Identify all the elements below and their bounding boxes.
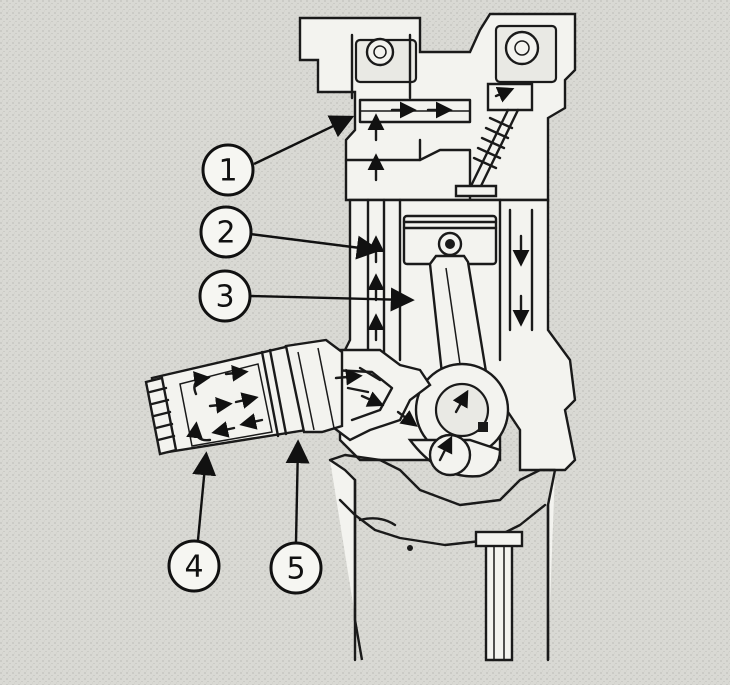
callout-5-label: 5: [286, 552, 305, 587]
leader-lines: [192, 115, 415, 543]
leader-4: [192, 451, 217, 541]
leader-3: [249, 287, 415, 312]
callout-5: 5: [269, 541, 323, 595]
leader-1: [253, 115, 355, 166]
leader-5: [285, 439, 310, 543]
callout-2-label: 2: [216, 216, 235, 251]
leader-2: [249, 232, 381, 260]
callout-4-label: 4: [184, 550, 203, 585]
callout-3: 3: [198, 269, 252, 323]
crankcase: [328, 453, 557, 662]
callout-2: 2: [199, 205, 253, 259]
callout-1-label: 1: [218, 154, 237, 189]
callout-3-label: 3: [215, 280, 234, 315]
callout-4: 4: [167, 539, 221, 593]
crankshaft: [407, 362, 510, 478]
callout-1: 1: [201, 143, 255, 197]
